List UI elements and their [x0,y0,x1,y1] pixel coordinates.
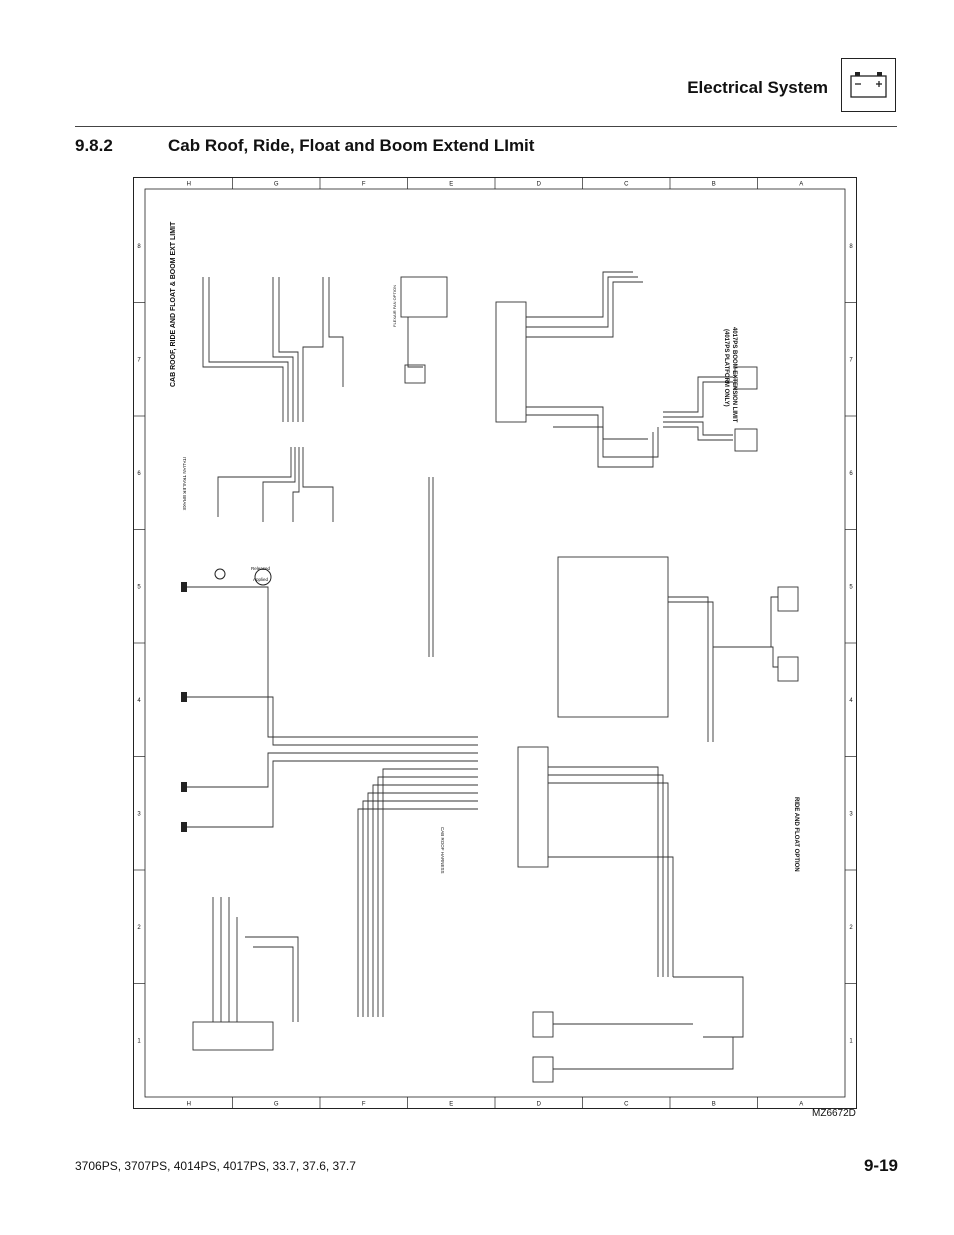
zone-column-h-bottom: H [187,1102,191,1108]
zone-row-4-left: 4 [137,698,141,704]
zone-column-g-top: G [274,182,279,188]
zone-row-8-left: 8 [137,244,141,250]
battery-icon [841,58,896,112]
zone-column-c-top: C [624,182,629,188]
ride-float-option-label: RIDE AND FLOAT OPTION [793,797,799,872]
zone-column-d-top: D [537,182,542,188]
footer-models: 3706PS, 3707PS, 4014PS, 4017PS, 33.7, 37… [75,1159,356,1173]
applied-label: Applied [253,577,269,582]
zone-column-c-bottom: C [624,1102,629,1108]
zone-row-6-left: 6 [137,471,141,477]
zone-row-2-left: 2 [137,925,141,931]
zone-row-7-right: 7 [849,357,853,363]
zone-column-d-bottom: D [537,1102,542,1108]
zone-row-3-right: 3 [849,811,853,817]
flexair-fan-label: FLEXAIR FAN OPTION [392,285,397,327]
zone-column-b-top: B [712,182,716,188]
zone-column-f-top: F [362,182,366,188]
zone-column-b-bottom: B [712,1102,716,1108]
zone-row-5-right: 5 [849,584,853,590]
section-title: Cab Roof, Ride, Float and Boom Extend LI… [168,136,535,155]
zone-row-8-right: 8 [849,244,853,250]
italian-trailer-brake-label: ITALIAN TRAILER BRAKE [182,457,187,510]
figure-id: MZ6672D [812,1108,856,1119]
zone-column-h-top: H [187,182,191,188]
page-number: 9-19 [863,1156,898,1175]
zone-column-a-top: A [799,182,803,188]
zone-row-6-right: 6 [849,471,853,477]
zone-row-7-left: 7 [137,357,141,363]
chapter-title: Electrical System [687,78,828,97]
boom-extension-label: 4017PS BOOM EXTENSION LIMIT [731,327,737,423]
zone-row-3-left: 3 [137,811,141,817]
zone-column-f-bottom: F [362,1102,366,1108]
zone-row-1-right: 1 [849,1038,853,1044]
wiring-diagram: H H G G F F E E D D C C B B A A 8 8 7 7 6 6 5 5 4 4 3 3 2 2 1 1 [133,177,857,1109]
zone-row-2-right: 2 [849,925,853,931]
platform-only-label: (4017PS PLATFORM ONLY) [723,329,729,407]
zone-column-g-bottom: G [274,1102,279,1108]
zone-column-e-bottom: E [449,1102,453,1108]
cab-roof-harness-label: CAB ROOF HARNESS [440,827,445,874]
section-number: 9.8.2 [75,136,113,155]
header-divider [75,126,897,127]
zone-row-4-right: 4 [849,698,853,704]
diagram-title-label: CAB ROOF, RIDE AND FLOAT & BOOM EXT LIMI… [170,221,177,387]
zone-column-a-bottom: A [799,1102,803,1108]
zone-row-5-left: 5 [137,584,141,590]
zone-row-1-left: 1 [137,1038,141,1044]
zone-column-e-top: E [449,182,453,188]
released-label: Released [251,566,271,571]
